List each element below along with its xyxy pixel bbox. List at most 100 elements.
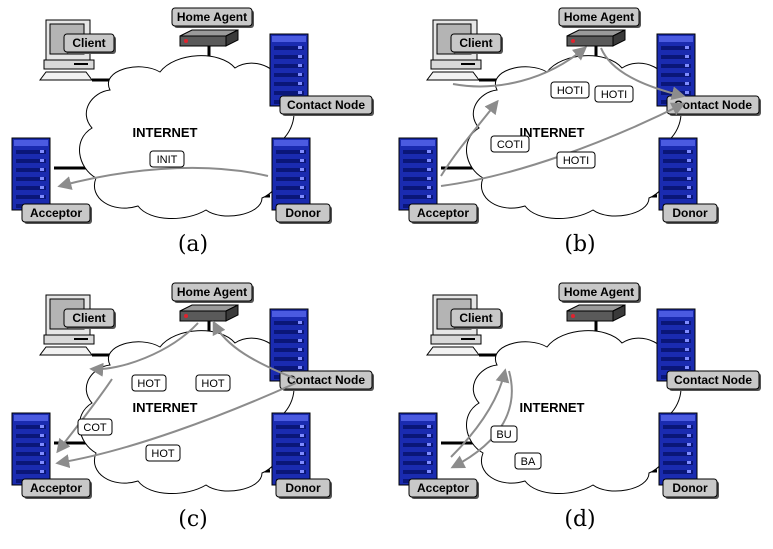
arrow-hot-acceptor — [55, 382, 297, 469]
home-agent-label-text: Home Agent — [177, 10, 247, 24]
contact-node-label-box — [666, 370, 760, 390]
donor-label-box — [662, 478, 718, 498]
client-computer-case — [430, 334, 482, 345]
arrow-hot-ha-client — [89, 322, 199, 377]
acceptor-label: Acceptor — [21, 203, 92, 224]
donor-label-text: Donor — [285, 481, 321, 495]
contact-node-server-led — [298, 339, 302, 342]
contact-node-server-bay — [661, 321, 691, 325]
acceptor-server-bay — [16, 186, 46, 190]
msg-cot: COT — [77, 418, 113, 436]
contact-node-server-top — [272, 36, 306, 42]
acceptor-label: Acceptor — [408, 203, 479, 224]
contact-node-server-led — [298, 321, 302, 324]
donor-server-bay — [276, 452, 306, 456]
contact-node-server-led — [298, 330, 302, 333]
arrow-ba — [450, 370, 513, 469]
donor-server-bay — [276, 186, 306, 190]
msg-coti-text: COTI — [497, 139, 523, 151]
acceptor-server-led — [40, 177, 44, 180]
acceptor-server-body — [11, 137, 51, 211]
contact-node-label: Contact Node — [666, 95, 761, 116]
acceptor-server-bay — [16, 168, 46, 172]
msg-hot-1-box — [131, 374, 167, 392]
acceptor-server-bay — [16, 452, 46, 456]
contact-node-server-bay — [661, 73, 691, 77]
msg-init: INIT — [149, 150, 185, 168]
acceptor-server-led — [40, 150, 44, 153]
acceptor-server-bay — [16, 177, 46, 181]
client-label: Client — [450, 33, 503, 54]
acceptor-server-body — [398, 412, 438, 486]
donor-server-top — [661, 140, 695, 146]
internet-label: INTERNET — [133, 400, 198, 415]
contact-node-server-led — [685, 73, 689, 76]
client-computer-drive — [461, 63, 475, 65]
contact-node-server-bay — [274, 339, 304, 343]
contact-node-server-led — [685, 55, 689, 58]
donor-server-body — [271, 137, 311, 211]
acceptor-server-led — [427, 150, 431, 153]
client-label-text: Client — [459, 36, 492, 50]
donor-server-led — [300, 186, 304, 189]
donor-server-led — [687, 425, 691, 428]
contact-node-server-led — [298, 357, 302, 360]
acceptor-server-led — [40, 443, 44, 446]
arrow-coti — [440, 99, 499, 177]
donor-server — [658, 137, 698, 211]
donor-server-led — [687, 177, 691, 180]
acceptor-server-led — [427, 461, 431, 464]
donor-server-led — [300, 159, 304, 162]
acceptor-server-top — [401, 415, 435, 421]
donor-server-led — [300, 470, 304, 473]
contact-node-server-led — [685, 82, 689, 85]
donor-server-bay — [663, 443, 693, 447]
donor-server-body — [658, 412, 698, 486]
acceptor-server-led — [40, 195, 44, 198]
donor-server-led — [300, 150, 304, 153]
donor-server-body — [658, 137, 698, 211]
msg-hot-3-box — [145, 444, 181, 462]
donor-server-bay — [663, 425, 693, 429]
donor-server-led — [687, 159, 691, 162]
msg-hoti-1: HOTI — [550, 81, 590, 99]
home-agent-label: Home Agent — [171, 7, 254, 28]
contact-node-label-box — [279, 95, 373, 115]
client-label: Client — [450, 308, 503, 329]
client-label-box — [450, 308, 502, 328]
acceptor-label-box — [21, 203, 91, 223]
msg-hoti-3-box — [556, 151, 596, 169]
donor-server-bay — [663, 177, 693, 181]
contact-node-server-bay — [661, 82, 691, 86]
contact-node-server-bay — [661, 366, 691, 370]
acceptor-server-body — [11, 412, 51, 486]
client-computer-case — [43, 334, 95, 345]
acceptor-server-bay — [403, 177, 433, 181]
contact-node-server — [656, 308, 696, 382]
donor-server-bay — [276, 470, 306, 474]
msg-bu: BU — [490, 425, 518, 443]
donor-server-led — [687, 470, 691, 473]
acceptor-server-bay — [403, 425, 433, 429]
acceptor-server-led — [427, 470, 431, 473]
home-agent-router — [179, 29, 239, 47]
donor-server-bay — [276, 168, 306, 172]
acceptor-server-bay — [16, 195, 46, 199]
donor-server-bay — [276, 434, 306, 438]
msg-hot-3-text: HOT — [151, 448, 175, 460]
donor-server-led — [300, 425, 304, 428]
internet-label: INTERNET — [520, 400, 585, 415]
acceptor-server-bay — [403, 461, 433, 465]
acceptor-server-led — [427, 434, 431, 437]
contact-node-server-top — [272, 311, 306, 317]
home-agent-label-box — [558, 7, 640, 27]
contact-node-server-led — [298, 82, 302, 85]
donor-server-led — [300, 177, 304, 180]
donor-server-led — [687, 150, 691, 153]
donor-label: Donor — [275, 478, 332, 499]
donor-server — [271, 137, 311, 211]
acceptor-server-led — [40, 186, 44, 189]
